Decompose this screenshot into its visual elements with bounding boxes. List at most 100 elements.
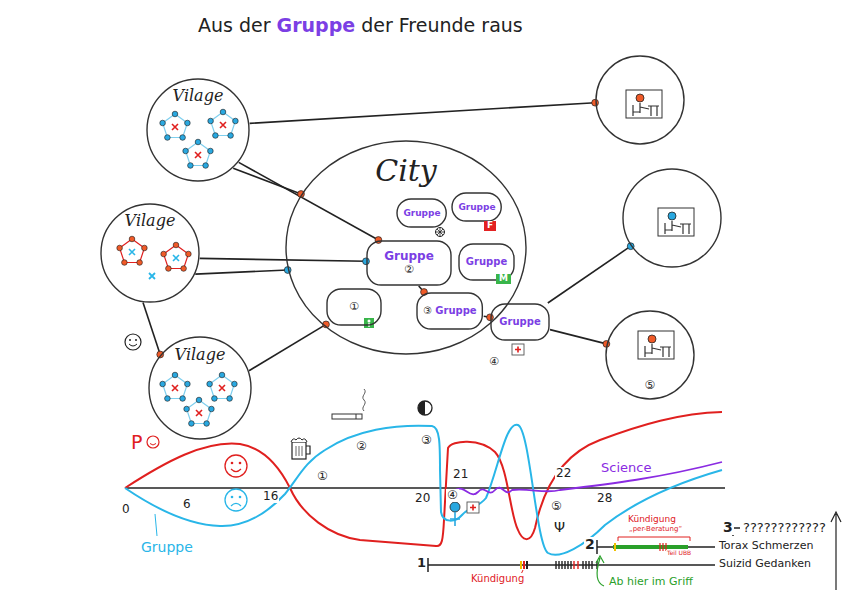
timeline-3: [733, 520, 740, 536]
text-label: 21: [452, 468, 469, 481]
node-label: Vilage: [173, 87, 224, 105]
node-border: [147, 79, 249, 181]
cigarette-body: [332, 414, 362, 419]
symbol-ring: [418, 401, 432, 415]
text-label: Torax Schmerzen: [718, 540, 814, 552]
text-label: 16: [262, 490, 279, 503]
node-border: [417, 293, 482, 329]
text-label: Ab hier im Griff: [608, 576, 694, 588]
up-arrow: [831, 512, 841, 590]
eye: [231, 462, 234, 465]
connector-line: [239, 162, 379, 240]
text-label: ⑤: [550, 500, 563, 513]
text-label: F: [484, 221, 496, 231]
group-node: ①: [326, 288, 382, 326]
node-text-block: Gruppe: [458, 202, 495, 212]
person-head: [636, 94, 644, 102]
red-cross: [515, 347, 521, 353]
half-moon-symbol: [418, 401, 432, 415]
female-symbol: [450, 502, 479, 526]
text-label: 6: [182, 498, 192, 511]
node-label: ②: [384, 264, 434, 277]
mug-stripes: [296, 446, 302, 456]
group-node: Gruppe②: [366, 240, 452, 286]
cigarette: [332, 389, 365, 419]
ticks: [556, 561, 597, 569]
connector-line: [550, 330, 606, 344]
connector-line: [143, 303, 160, 355]
symbol-head: [450, 502, 460, 512]
text-label: 1: [416, 556, 427, 570]
group-curve: [125, 425, 722, 555]
text-label: ③: [420, 434, 433, 447]
group-node: Gruppe: [490, 303, 550, 341]
node-label: Gruppe: [403, 208, 440, 218]
village-ring: [208, 109, 238, 138]
village-ring: [207, 372, 237, 401]
text-label: Kündigung: [470, 573, 525, 584]
time-axis: [125, 487, 725, 488]
leader-line: [155, 514, 157, 536]
text-label: 20: [414, 492, 431, 505]
icon-head: [368, 320, 371, 323]
green-arrow: [596, 556, 604, 586]
text-label: P: [130, 432, 143, 453]
red-bracket: [618, 537, 690, 541]
text-label: ①: [316, 470, 329, 483]
text-label: Kündigung: [627, 515, 677, 525]
circle-node: CityGruppeGruppeGruppe②Gruppe①③GruppeGru…: [285, 140, 527, 355]
medical-cross-box: [512, 344, 524, 355]
red-cross: [470, 505, 476, 511]
text-label: 0: [121, 503, 131, 516]
text-label: M: [496, 274, 511, 284]
smiley-eye: [135, 339, 137, 341]
node-border: [101, 204, 199, 302]
icon-square: [364, 318, 374, 328]
desk-figure: [658, 208, 694, 236]
tick: [614, 543, 616, 551]
node-label: Gruppe: [499, 316, 540, 328]
cigarette-filter: [356, 414, 357, 419]
group-node: Gruppe: [396, 198, 447, 228]
village-ring: [161, 242, 191, 271]
timeline-2: [597, 537, 715, 554]
connector-line: [249, 324, 326, 370]
smiley-mouth: [129, 344, 137, 346]
tick: [526, 561, 528, 569]
symbol-cross: [450, 512, 460, 526]
text-label: Suizid Gedanken: [718, 558, 812, 570]
beer-mug: [291, 438, 310, 459]
face: [225, 455, 247, 477]
village-ring: [183, 139, 213, 168]
node-text-block: ①: [349, 301, 359, 314]
text-label: 28: [596, 492, 613, 505]
node-label: Vilage: [125, 212, 176, 230]
group-node: Gruppe: [451, 192, 502, 222]
eye: [239, 462, 242, 465]
text-label: ④: [488, 356, 500, 368]
green-span: [613, 545, 688, 549]
cross-box: [467, 502, 479, 513]
node-border: [397, 199, 446, 227]
node-text-block: Vilage: [173, 87, 224, 105]
node-label: Gruppe: [384, 250, 434, 264]
science-curve: [455, 462, 722, 494]
node-border: [596, 56, 684, 144]
smoke: [363, 389, 365, 411]
village-ring: [184, 397, 214, 426]
text-label: 3: [722, 520, 734, 535]
node-label: City: [375, 154, 437, 189]
node-border: [327, 289, 381, 325]
village-ring: [160, 372, 190, 401]
node-text-block: Gruppe: [466, 256, 507, 268]
endpoint-dot: [592, 99, 599, 106]
village-ring: [117, 236, 147, 265]
node-text-block: Vilage: [175, 346, 226, 364]
p-smiley: [147, 436, 159, 448]
gear-ring: [436, 228, 445, 237]
smiley-face: [125, 334, 141, 350]
person-head: [648, 335, 656, 343]
endpoint-dot: [487, 314, 494, 321]
timeline-line: [428, 558, 715, 572]
